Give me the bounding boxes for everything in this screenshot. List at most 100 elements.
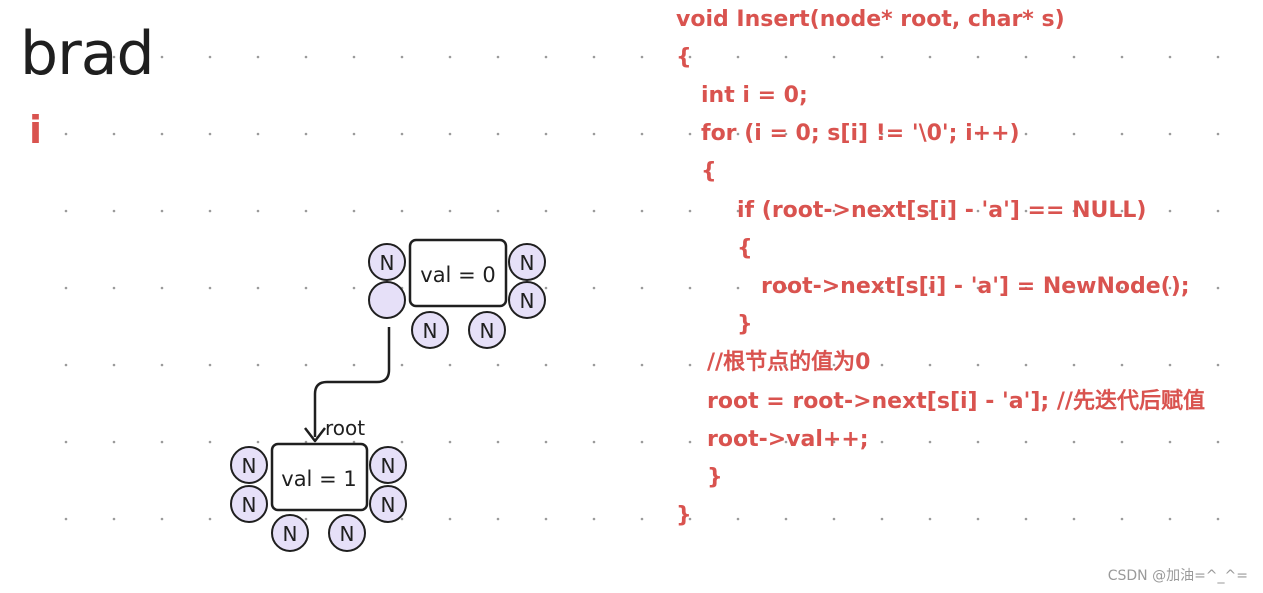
arrow-head-icon — [304, 427, 326, 443]
node-top-child-2: N — [508, 281, 546, 319]
grid-dot — [64, 440, 68, 444]
grid-dot — [976, 363, 980, 367]
index-pointer-label: i — [29, 108, 43, 152]
grid-dot — [160, 209, 164, 213]
grid-dot — [736, 517, 740, 521]
grid-dot — [544, 55, 548, 59]
grid-dot — [496, 517, 500, 521]
code-line: } — [676, 503, 692, 528]
grid-dot — [1120, 132, 1124, 136]
grid-dot — [208, 363, 212, 367]
grid-dot — [544, 440, 548, 444]
grid-dot — [736, 209, 740, 213]
grid-dot — [832, 440, 836, 444]
node-top-value: val = 0 — [420, 263, 495, 287]
grid-dot — [784, 440, 788, 444]
grid-dot — [496, 440, 500, 444]
grid-dot — [1168, 55, 1172, 59]
grid-dot — [64, 209, 68, 213]
grid-dot — [1168, 286, 1172, 290]
grid-dot — [832, 363, 836, 367]
grid-dot — [496, 209, 500, 213]
grid-dot — [208, 132, 212, 136]
grid-dot — [928, 440, 932, 444]
node-bottom-child-1-label: N — [242, 493, 257, 517]
grid-dot — [1072, 55, 1076, 59]
grid-dot — [1024, 440, 1028, 444]
grid-dot — [880, 517, 884, 521]
grid-dot — [448, 517, 452, 521]
node-bottom-child-4-label: N — [283, 522, 298, 546]
grid-dot — [544, 209, 548, 213]
grid-dot — [688, 286, 692, 290]
grid-dot — [688, 517, 692, 521]
node-top-child-3: N — [411, 311, 449, 349]
grid-dot — [1024, 363, 1028, 367]
node-top-child-5 — [368, 281, 406, 319]
grid-dot — [1216, 517, 1220, 521]
grid-dot — [640, 132, 644, 136]
grid-dot — [544, 363, 548, 367]
grid-dot — [1216, 132, 1220, 136]
grid-dot — [256, 55, 260, 59]
grid-dot — [880, 132, 884, 136]
grid-dot — [1216, 209, 1220, 213]
grid-dot — [1024, 209, 1028, 213]
grid-dot — [1168, 209, 1172, 213]
node-top-child-3-label: N — [423, 319, 438, 343]
code-line: root->val++; — [707, 427, 869, 452]
code-line: } — [707, 465, 723, 490]
grid-dot — [544, 517, 548, 521]
grid-dot — [1120, 55, 1124, 59]
code-line: { — [676, 45, 692, 70]
inserted-word: brad — [20, 19, 155, 89]
grid-dot — [688, 363, 692, 367]
grid-dot — [880, 363, 884, 367]
grid-dot — [112, 209, 116, 213]
grid-dot — [256, 363, 260, 367]
grid-dot — [400, 132, 404, 136]
grid-dot — [688, 209, 692, 213]
node-bottom-child-0-label: N — [242, 454, 257, 478]
grid-dot — [304, 132, 308, 136]
grid-dot — [832, 517, 836, 521]
grid-dot — [208, 209, 212, 213]
grid-dot — [976, 286, 980, 290]
grid-dot — [688, 55, 692, 59]
grid-dot — [640, 209, 644, 213]
node-top-child-0: N — [368, 243, 406, 281]
code-line: int i = 0; — [701, 83, 808, 108]
grid-dot — [1216, 363, 1220, 367]
code-line: root = root->next[s[i] - 'a']; //先迭代后赋值 — [707, 389, 1205, 414]
grid-dot — [112, 286, 116, 290]
node-bottom-child-2-label: N — [381, 454, 396, 478]
trie-node-bottom: N N N N N N val = 1 — [230, 442, 407, 552]
grid-dot — [160, 132, 164, 136]
grid-dot — [976, 517, 980, 521]
grid-dot — [1024, 286, 1028, 290]
code-line: { — [701, 159, 717, 184]
grid-dot — [352, 132, 356, 136]
code-line: if (root->next[s[i] - 'a'] == NULL) — [737, 198, 1147, 223]
grid-dot — [1072, 363, 1076, 367]
grid-dot — [1072, 209, 1076, 213]
grid-dot — [640, 363, 644, 367]
grid-dot — [208, 55, 212, 59]
node-top-child-4: N — [468, 311, 506, 349]
grid-dot — [976, 132, 980, 136]
code-line: for (i = 0; s[i] != '\0'; i++) — [701, 121, 1020, 146]
node-bottom-child-0: N — [230, 446, 268, 484]
grid-dot — [256, 209, 260, 213]
grid-dot — [160, 440, 164, 444]
node-bottom-child-3: N — [369, 485, 407, 523]
grid-dot — [256, 286, 260, 290]
grid-dot — [928, 517, 932, 521]
grid-dot — [928, 55, 932, 59]
node-top-child-2-label: N — [520, 289, 535, 313]
grid-dot — [304, 517, 308, 521]
grid-dot — [832, 132, 836, 136]
grid-dot — [976, 440, 980, 444]
grid-dot — [304, 440, 308, 444]
grid-dot — [208, 517, 212, 521]
